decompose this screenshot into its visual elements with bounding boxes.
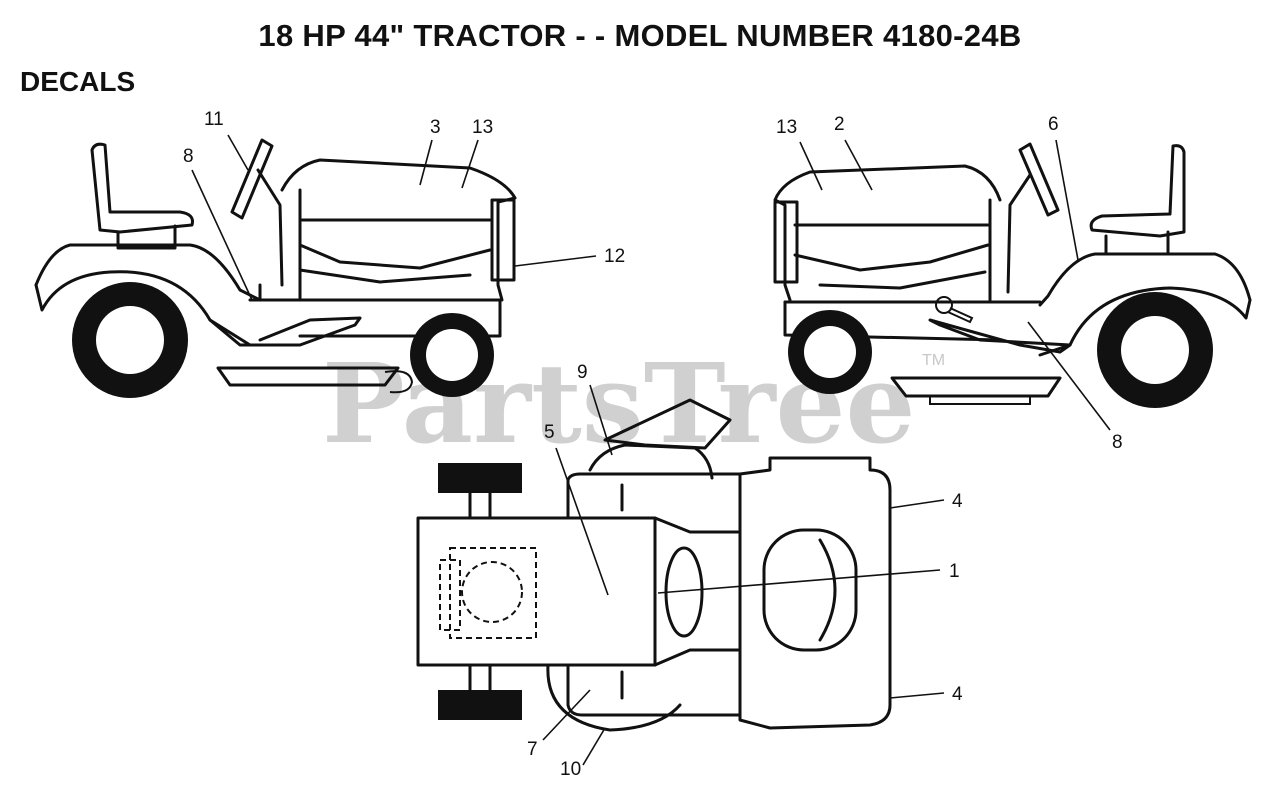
leader-1	[657, 569, 941, 594]
rear-right-tire	[438, 690, 522, 720]
engine-side	[818, 270, 987, 290]
fender-arch	[1038, 286, 1252, 357]
callout-4-top: 4	[952, 491, 963, 512]
steering-column	[1006, 173, 1032, 294]
leader-4-top	[889, 499, 945, 509]
callout-8-right: 8	[1112, 432, 1123, 453]
callout-2: 2	[834, 114, 845, 135]
hood-top	[280, 158, 517, 302]
seat-base-outline	[439, 559, 461, 631]
rear-wheel-hub	[96, 306, 164, 374]
leader-6	[1055, 139, 1079, 261]
rear-fender	[34, 243, 262, 302]
steering-column	[256, 168, 284, 287]
hood-side	[793, 243, 990, 272]
hood-top	[773, 164, 1002, 302]
leader-8-right	[1027, 321, 1111, 431]
callout-8-left: 8	[183, 146, 194, 167]
front-wheel-hub	[426, 329, 478, 381]
seat-circle	[461, 561, 523, 623]
callout-7: 7	[527, 739, 538, 760]
fender-arch	[34, 270, 252, 347]
leader-8-left	[191, 169, 253, 301]
hood-vent-inner	[818, 538, 837, 642]
leader-11	[227, 134, 249, 171]
seat-base	[116, 224, 177, 250]
hood-side	[298, 243, 492, 270]
callout-3: 3	[430, 117, 441, 138]
top-callouts: 9 5 4 1 4 7 10	[527, 362, 963, 780]
leader-7	[542, 689, 591, 741]
rear-fender	[1038, 252, 1252, 307]
watermark-tm: TM	[922, 352, 945, 369]
frame	[248, 298, 502, 338]
callout-6: 6	[1048, 114, 1059, 135]
mower-deck	[890, 376, 1062, 398]
front-wheel-hub	[804, 326, 856, 378]
deck-edge-bottom	[546, 663, 682, 732]
seat-outline	[449, 547, 537, 639]
engine-side	[298, 268, 472, 284]
leader-13-right	[799, 141, 823, 191]
fender-top	[566, 472, 742, 520]
grille	[773, 200, 799, 284]
callout-13-right: 13	[776, 117, 797, 138]
callout-12: 12	[604, 246, 625, 267]
leader-10	[582, 727, 606, 766]
seat	[1089, 144, 1186, 238]
hood-vent	[762, 528, 858, 652]
leader-12	[514, 255, 597, 267]
rear-left-tire	[438, 463, 522, 493]
left-callouts: 11 8 3 13 12	[183, 109, 625, 301]
leader-2	[844, 139, 873, 191]
tractor-right-view	[773, 142, 1252, 408]
tractor-top-view	[416, 398, 892, 732]
callout-1: 1	[949, 561, 960, 582]
footrest	[928, 318, 1072, 354]
steering-wheel	[230, 138, 274, 220]
hood	[738, 456, 892, 730]
callout-9: 9	[577, 362, 588, 383]
lever	[947, 307, 974, 324]
mower-deck	[216, 366, 400, 387]
rear-wheel-hub	[1121, 316, 1189, 384]
deck-chute	[384, 370, 414, 394]
seat	[90, 142, 194, 234]
callout-4-bottom: 4	[952, 684, 963, 705]
leader-3	[419, 139, 433, 186]
steering-wheel	[1018, 142, 1060, 217]
frame-lower	[783, 300, 1002, 342]
footrest	[208, 316, 362, 347]
callout-10: 10	[560, 759, 581, 780]
rear-body	[416, 516, 657, 667]
tractor-left-view	[34, 138, 517, 398]
right-callouts: 13 2 6 8	[776, 114, 1123, 453]
deck-skirt	[929, 396, 1031, 405]
fender-bottom	[566, 663, 742, 717]
leader-5	[555, 447, 609, 596]
fuel-cap	[935, 296, 953, 314]
leader-4-bottom	[889, 692, 945, 699]
section-title: DECALS	[20, 66, 136, 97]
callout-13-left: 13	[472, 117, 493, 138]
callout-5: 5	[544, 422, 555, 443]
deck-edge-top	[588, 443, 714, 480]
leader-9	[589, 384, 613, 456]
callout-11: 11	[204, 109, 224, 130]
page-title: 18 HP 44" TRACTOR - - MODEL NUMBER 4180-…	[258, 18, 1022, 53]
leader-13-left	[461, 139, 479, 189]
grille	[490, 198, 516, 282]
